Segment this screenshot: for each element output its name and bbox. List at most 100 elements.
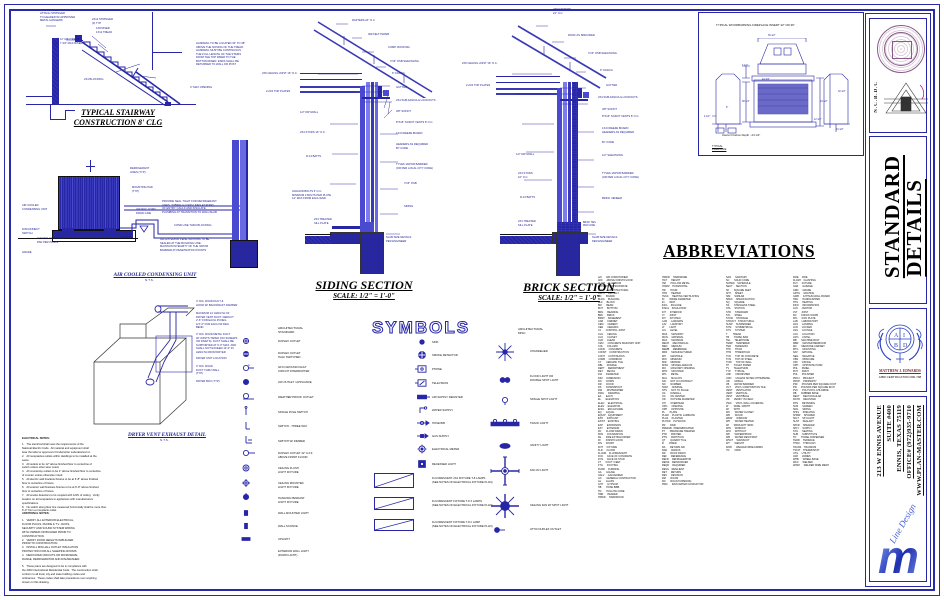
cond-note-4: P-TRAP bbox=[120, 236, 130, 239]
brick-top-12: BRICK VENEER bbox=[602, 197, 623, 200]
symbol-label-1-11: HANGING PENDANT LIGHT FIXTURE bbox=[278, 497, 305, 504]
symbol-label-2-2: PHONE bbox=[432, 368, 442, 371]
brick-top-7: 8"X16" SOFFIT VENTS 8' O.C. bbox=[602, 115, 640, 118]
siding-top-9: 1X4 FREEZE BOARD bbox=[396, 132, 423, 135]
title-block-sheet-title-cell: STANDARD DETAILS bbox=[869, 136, 927, 304]
dryer-vent-subtitle: N.T.S. bbox=[160, 438, 169, 442]
cond-note-2: MOUNTING PAD (TYP) bbox=[132, 186, 153, 193]
siding-top-8: 8"X16" SOFFIT VENTS 8' O.C. bbox=[396, 121, 434, 124]
brick-left-2: 1/2" DRYWALL bbox=[516, 153, 535, 156]
symbol-label-3-4: VANITY LIGHT bbox=[530, 444, 549, 447]
cond-note-8: ALL EXTERIOR PENETRATIONS TO BE SEALED A… bbox=[160, 238, 210, 252]
siding-top-3: 7/16" OSB SHEATHING bbox=[390, 60, 419, 63]
symbol-label-2-1: SMOKE DETECTOR bbox=[432, 354, 458, 357]
siding-top-7: 3/8" SOFFIT bbox=[396, 110, 411, 113]
condensing-unit-title: AIR COOLED CONDENSING UNIT bbox=[113, 272, 197, 278]
dryer-note-3: DRYER UNIT LOCATION bbox=[196, 357, 227, 360]
fireplace-dim-4: 24 1/2" bbox=[820, 100, 828, 103]
stair-note-4: HANDRAIL TO BE LOCATED 34" TO 38" ABOVE … bbox=[196, 42, 246, 66]
condensing-unit-subtitle: N.T.S. bbox=[145, 278, 154, 282]
symbol-label-1-2: GFCI GROUND FAULT CIRCUIT INTERRUPTER bbox=[278, 366, 310, 373]
fireplace-dim-0: 36 1/2" bbox=[768, 34, 776, 37]
symbol-label-1-8: DUPLEX OUTLET 42" A.F.F. ABOVE FINISH FL… bbox=[278, 452, 313, 459]
fireplace-caption: Interior Firebox Depth - 24 1/2" bbox=[722, 133, 761, 137]
stair-note-0: ATTACH STRINGER TO HEADER W/ APPROVED ME… bbox=[40, 12, 76, 22]
symbol-label-3-1: FLOOD LIGHT OR DOUBLE SPOT LIGHT bbox=[530, 375, 559, 382]
symbol-label-1-5: SINGLE POLE SWITCH bbox=[278, 411, 308, 414]
aibd-certification: AIBD CERTIFICATION #00-798 bbox=[878, 375, 922, 379]
brick-top-6: 3/8" SOFFIT bbox=[602, 108, 617, 111]
svg-text:A: A bbox=[894, 333, 899, 339]
electrical-notes-heading: ELECTRICAL NOTES: bbox=[22, 437, 50, 440]
brick-top-3: 6" FASCIA bbox=[600, 69, 613, 72]
ncbdc-label: N.C.B.D.C bbox=[874, 81, 879, 113]
cond-note-9: GRADE bbox=[22, 251, 32, 254]
fireplace-dim-7: 4 1/2" bbox=[704, 115, 711, 118]
abbreviations-col-3: FIRE FIRE FLASH FLASHING FUT FUTURE GAR … bbox=[793, 276, 837, 468]
code-compliance-footer: 5. These plans are designed to be in com… bbox=[22, 565, 98, 584]
sheet-border-outer bbox=[4, 4, 940, 596]
fireplace-title: TYPICAL WOODBURNING FIREPLACE INSERT 42"… bbox=[716, 23, 795, 27]
siding-left-3: 2X4 STUDS 16" O.C. bbox=[300, 131, 326, 134]
brick-left-1: 2-2X4 TOP PLATES bbox=[466, 84, 491, 87]
brick-top-13: BRICK TIES PER CODE bbox=[583, 222, 596, 227]
stairway-subtitle: CONSTRUCTION 8' CLG bbox=[73, 118, 163, 127]
siding-top-10: HEADERS AS REQUIRED BY CODE bbox=[396, 143, 429, 150]
fireplace-dim-8: 6" bbox=[726, 106, 729, 109]
brick-left-4: R-13 BATTS bbox=[520, 196, 536, 199]
siding-top-1: 30# FELT PAPER bbox=[368, 33, 390, 36]
symbol-label-2-0: SINK bbox=[432, 341, 439, 344]
symbol-label-2-9: RECESSED LIGHT bbox=[432, 463, 456, 466]
symbol-label-1-13: WALL SCONCE bbox=[278, 525, 298, 528]
symbol-label-3-7: ATTIC DUPLEX OUTLET bbox=[530, 528, 562, 531]
cond-note-5: 3/4" PVC COND. DRAIN LINE bbox=[136, 208, 157, 215]
svg-text:I: I bbox=[903, 333, 905, 339]
abbreviations-heading: ABBREVIATIONS bbox=[663, 241, 816, 261]
cond-note-0: DISCONNECT SWITCH bbox=[22, 228, 40, 235]
address-line-4: WWW.PLAN-MASTER.COM bbox=[916, 405, 923, 496]
brick-top-14: SLAB SIZE DETAILS PER ENGINEER bbox=[592, 236, 618, 243]
title-block-address-cell: 213 W ENNIS AVENUE SUITE #400 ENNIS, TEX… bbox=[869, 396, 927, 582]
symbol-label-1-12: WALL MOUNTED LIGHT bbox=[278, 512, 309, 515]
cond-note-1: AIR COOLED CONDENSING UNIT bbox=[22, 204, 48, 211]
brick-top-11: TYVEK-VAPOR BARRIER (OR PER LOCAL CITY C… bbox=[602, 172, 639, 179]
additional-notes-heading: ADDITIONAL NOTES: bbox=[22, 512, 50, 515]
symbol-label-3-5: FAN W/ LIGHT bbox=[530, 469, 549, 472]
dryer-note-2: 4" DIA. RIGID METAL DUCT W/ JOINTS TAPED… bbox=[196, 333, 238, 354]
brick-section-title: BRICK SECTION bbox=[523, 280, 615, 294]
dryer-note-4: 4" DIA. RIGID DUCT THRU WALL (TYP) bbox=[196, 365, 220, 375]
abbreviations-col-2: SAN SANITARY SC SOLID CORE SCHED SCHEDUL… bbox=[726, 276, 770, 452]
stair-note-1: 2X12 STRINGER (3) TYP bbox=[92, 18, 113, 25]
symbol-label-2-6: HOSE BIB bbox=[432, 422, 445, 425]
cond-note-7: COND LINE THRU BLOCKING bbox=[174, 224, 212, 227]
svg-text:D: D bbox=[903, 343, 908, 349]
siding-left-4: R-13 BATTS bbox=[306, 155, 322, 158]
symbol-label-2-7: GAS SUPPLY bbox=[432, 435, 450, 438]
brick-top-4: GUTTER bbox=[606, 84, 618, 87]
fireplace-dim-9: 12 1/2" bbox=[814, 118, 822, 121]
symbol-label-1-3: 220 OUTLET / APPLIANCE bbox=[278, 381, 312, 384]
siding-top-0: RAFTERS 24" O.C bbox=[352, 19, 375, 22]
siding-top-2: COMP. ROOFING bbox=[388, 46, 410, 49]
siding-left-5: ANCHOR BOLTS 6' O.C. MINIMUM 2 BOLTS PER… bbox=[292, 190, 332, 200]
stair-note-3: 11" MIN TREAD 7 3/4" MAX RISER bbox=[60, 38, 83, 45]
siding-top-6: 2X4 SUB-FASCIA & LOOKOUTS bbox=[396, 99, 436, 102]
sheet-title-details: DETAILS bbox=[902, 179, 926, 277]
symbol-label-2-3: TELEVISION bbox=[432, 382, 449, 385]
symbol-label-3-2: SINGLE SPOT LIGHT bbox=[530, 398, 558, 401]
brick-top-10: 1/2" SHEATHING bbox=[602, 154, 623, 157]
svg-text:B: B bbox=[894, 343, 898, 349]
cond-note-10: 4" THICK CONCRETE PAD PER PLANS bbox=[37, 237, 65, 244]
brick-section-scale: SCALE: 1/2" = 1'-0" bbox=[538, 294, 600, 302]
company-logo-m: m bbox=[878, 531, 919, 583]
symbol-label-1-0: DUPLEX OUTLET bbox=[278, 340, 301, 343]
symbol-label-1-9: CEILING FLUSH LIGHT FIXTURE bbox=[278, 467, 299, 474]
cond-note-6: PROVIDE SEAL TIGHT FOR REFRIGERANT LINES… bbox=[162, 200, 217, 214]
siding-section-title: SIDING SECTION bbox=[315, 278, 413, 292]
architect-name: MATTHEW J. EDWARDS bbox=[879, 369, 921, 373]
symbol-label-2-11: FLUORESCENT FIXTURE T-8 3 LAMPS (SEE NOT… bbox=[432, 500, 493, 507]
siding-top-11: TYVEK-VAPOR BARRIER (OR PER LOCAL CITY C… bbox=[396, 163, 433, 170]
symbols-heading: SYMBOLS bbox=[371, 318, 471, 338]
siding-section-scale: SCALE: 1/2" = 1'-0" bbox=[333, 292, 395, 300]
symbol-label-3-6: CEILING FAN W/ SPOT LIGHT bbox=[530, 504, 569, 507]
